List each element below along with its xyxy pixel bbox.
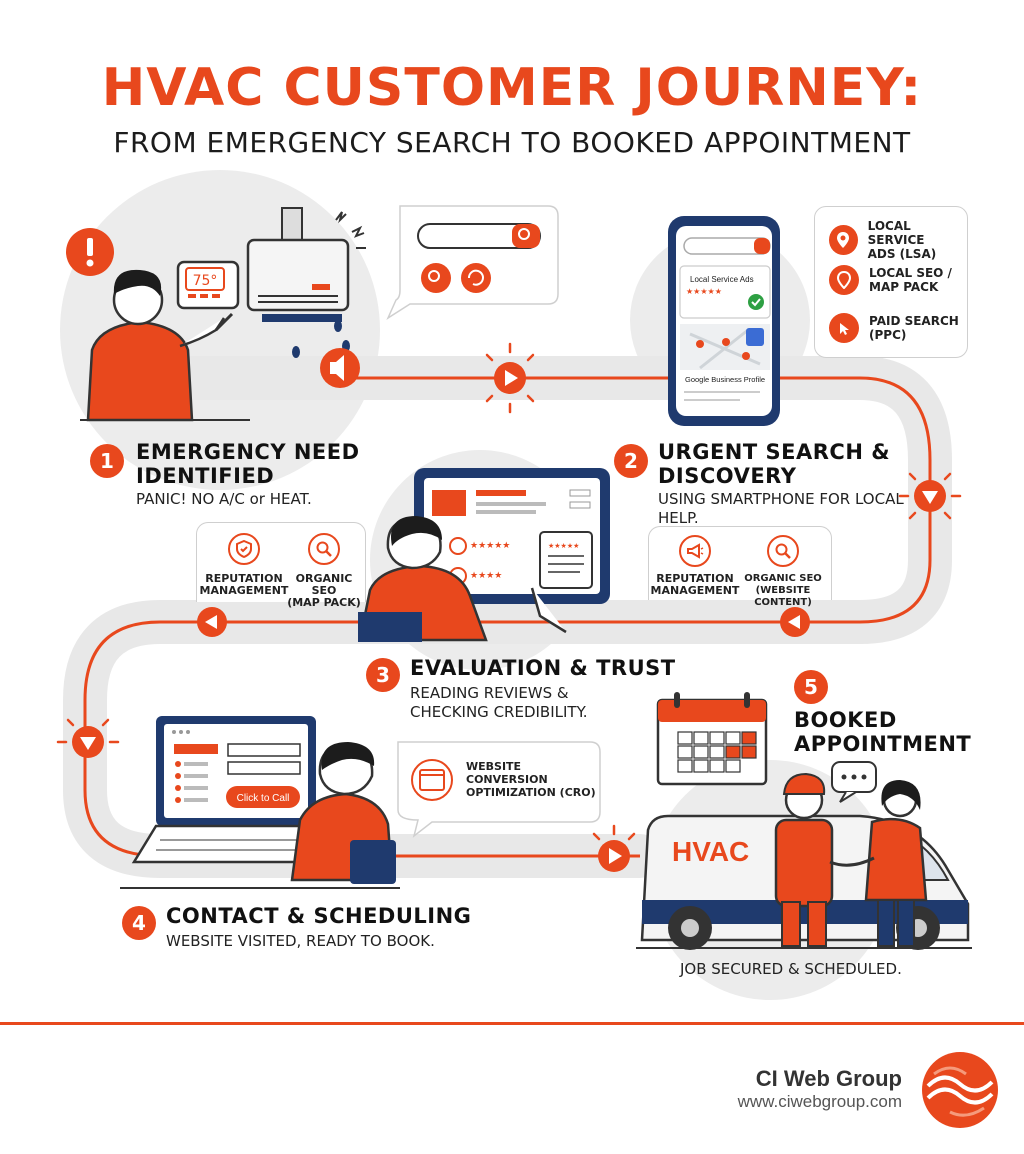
footer-divider — [0, 1022, 1024, 1025]
svg-text:★★★★★: ★★★★★ — [470, 541, 510, 551]
gbp-phone-label: Google Business Profile — [685, 375, 765, 384]
megaphone-icon — [679, 535, 711, 567]
left-card-seo-line2: (MAP PACK) — [287, 596, 361, 609]
right-card-rep-line2: MANAGEMENT — [650, 584, 740, 597]
step-5-title-line2: APPOINTMENT — [794, 732, 972, 756]
step-2-number: 2 — [614, 444, 648, 478]
step-2-title-line2: DISCOVERY — [658, 464, 797, 488]
channel-ppc-line1: PAID SEARCH — [869, 314, 959, 328]
calendar-icon — [656, 692, 768, 786]
step-1-title-line1: EMERGENCY NEED — [136, 440, 360, 464]
cro-label: WEBSITE CONVERSION OPTIMIZATION (CRO) — [466, 760, 596, 799]
channel-ppc: PAID SEARCH(PPC) — [829, 313, 959, 343]
chat-bubble-icon — [831, 761, 877, 803]
page-subtitle: FROM EMERGENCY SEARCH TO BOOKED APPOINTM… — [113, 126, 911, 159]
right-card-seo-line2: (WEBSITE CONTENT) — [754, 585, 812, 608]
map-pin-icon — [829, 265, 859, 295]
cro-line3: OPTIMIZATION (CRO) — [466, 786, 596, 799]
left-card-organic-seo: ORGANIC SEO(MAP PACK) — [287, 533, 361, 609]
svg-text:★★★★★: ★★★★★ — [548, 542, 579, 550]
left-card-rep-line2: MANAGEMENT — [199, 584, 289, 597]
step-3-desc-line1: READING REVIEWS & — [410, 684, 569, 702]
search-icon — [308, 533, 340, 565]
step-2-desc-line2: HELP. — [658, 509, 699, 527]
step-1-desc: PANIC! NO A/C or HEAT. — [136, 490, 312, 508]
lsa-phone-label: Local Service Ads — [690, 275, 754, 284]
step-5-number: 5 — [794, 670, 828, 704]
step-1-title: EMERGENCY NEED IDENTIFIED — [136, 440, 360, 488]
brand-logo-icon — [920, 1050, 1000, 1130]
page-title: HVAC CUSTOMER JOURNEY: — [101, 58, 923, 118]
step-3-desc: READING REVIEWS & CHECKING CREDIBILITY. — [410, 684, 587, 722]
click-to-call-text: Click to Call — [237, 793, 290, 804]
cro-line2: CONVERSION — [466, 773, 548, 786]
step-2-desc: USING SMARTPHONE FOR LOCAL HELP. — [658, 490, 904, 528]
path-arrow-down-2 — [72, 726, 104, 758]
step-1-title-line2: IDENTIFIED — [136, 464, 275, 488]
brand-url[interactable]: www.ciwebgroup.com — [737, 1092, 902, 1111]
step-2-title: URGENT SEARCH & DISCOVERY — [658, 440, 890, 488]
path-arrow-down-1 — [914, 480, 946, 512]
path-arrow-left-2 — [197, 607, 227, 637]
step-3-desc-line2: CHECKING CREDIBILITY. — [410, 703, 588, 721]
channel-seo-line2: MAP PACK — [869, 280, 939, 294]
path-arrow-left-1 — [780, 607, 810, 637]
svg-text:★★★★★: ★★★★★ — [686, 287, 722, 296]
step-4-number: 4 — [122, 906, 156, 940]
step-5-title-line1: BOOKED — [794, 708, 897, 732]
step-3-number: 3 — [366, 658, 400, 692]
step-2-desc-line1: USING SMARTPHONE FOR LOCAL — [658, 490, 904, 508]
left-card-rep-line1: REPUTATION — [205, 572, 283, 585]
step-5-desc: JOB SECURED & SCHEDULED. — [680, 960, 902, 978]
step-4-title: CONTACT & SCHEDULING — [166, 904, 472, 928]
right-card-rep-line1: REPUTATION — [656, 572, 734, 585]
channel-lsa-line1: LOCAL SERVICE — [867, 219, 925, 247]
step-1-number: 1 — [90, 444, 124, 478]
shield-check-icon — [228, 533, 260, 565]
location-pin-icon — [829, 225, 858, 255]
path-arrow-right-1 — [494, 362, 526, 394]
right-card-seo-line1: ORGANIC SEO — [744, 573, 822, 584]
right-card-organic-seo: ORGANIC SEO(WEBSITE CONTENT) — [733, 535, 833, 609]
step-5-title: BOOKED APPOINTMENT — [794, 708, 971, 756]
search-icon — [767, 535, 799, 567]
channel-lsa-line2: ADS (LSA) — [867, 247, 937, 261]
left-card-seo-line1: ORGANIC SEO — [295, 572, 353, 597]
journey-path-line — [83, 376, 932, 858]
path-arrow-right-2 — [598, 840, 630, 872]
step-2-title-line1: URGENT SEARCH & — [658, 440, 891, 464]
thermostat-reading: 75° — [193, 273, 218, 289]
alert-icon — [66, 228, 114, 276]
van-lettering: HVAC — [672, 836, 750, 867]
channel-seo-line1: LOCAL SEO / — [869, 266, 952, 280]
channel-ppc-line2: (PPC) — [869, 328, 907, 342]
step-3-title: EVALUATION & TRUST — [410, 656, 676, 680]
svg-text:★★★★: ★★★★ — [470, 571, 502, 581]
cro-line1: WEBSITE — [466, 760, 522, 773]
brand-name: CI Web Group — [755, 1066, 902, 1091]
alarm-speaker-icon — [320, 348, 360, 388]
step-4-desc: WEBSITE VISITED, READY TO BOOK. — [166, 932, 435, 950]
channel-local-seo: LOCAL SEO /MAP PACK — [829, 265, 952, 295]
cursor-click-icon — [829, 313, 859, 343]
